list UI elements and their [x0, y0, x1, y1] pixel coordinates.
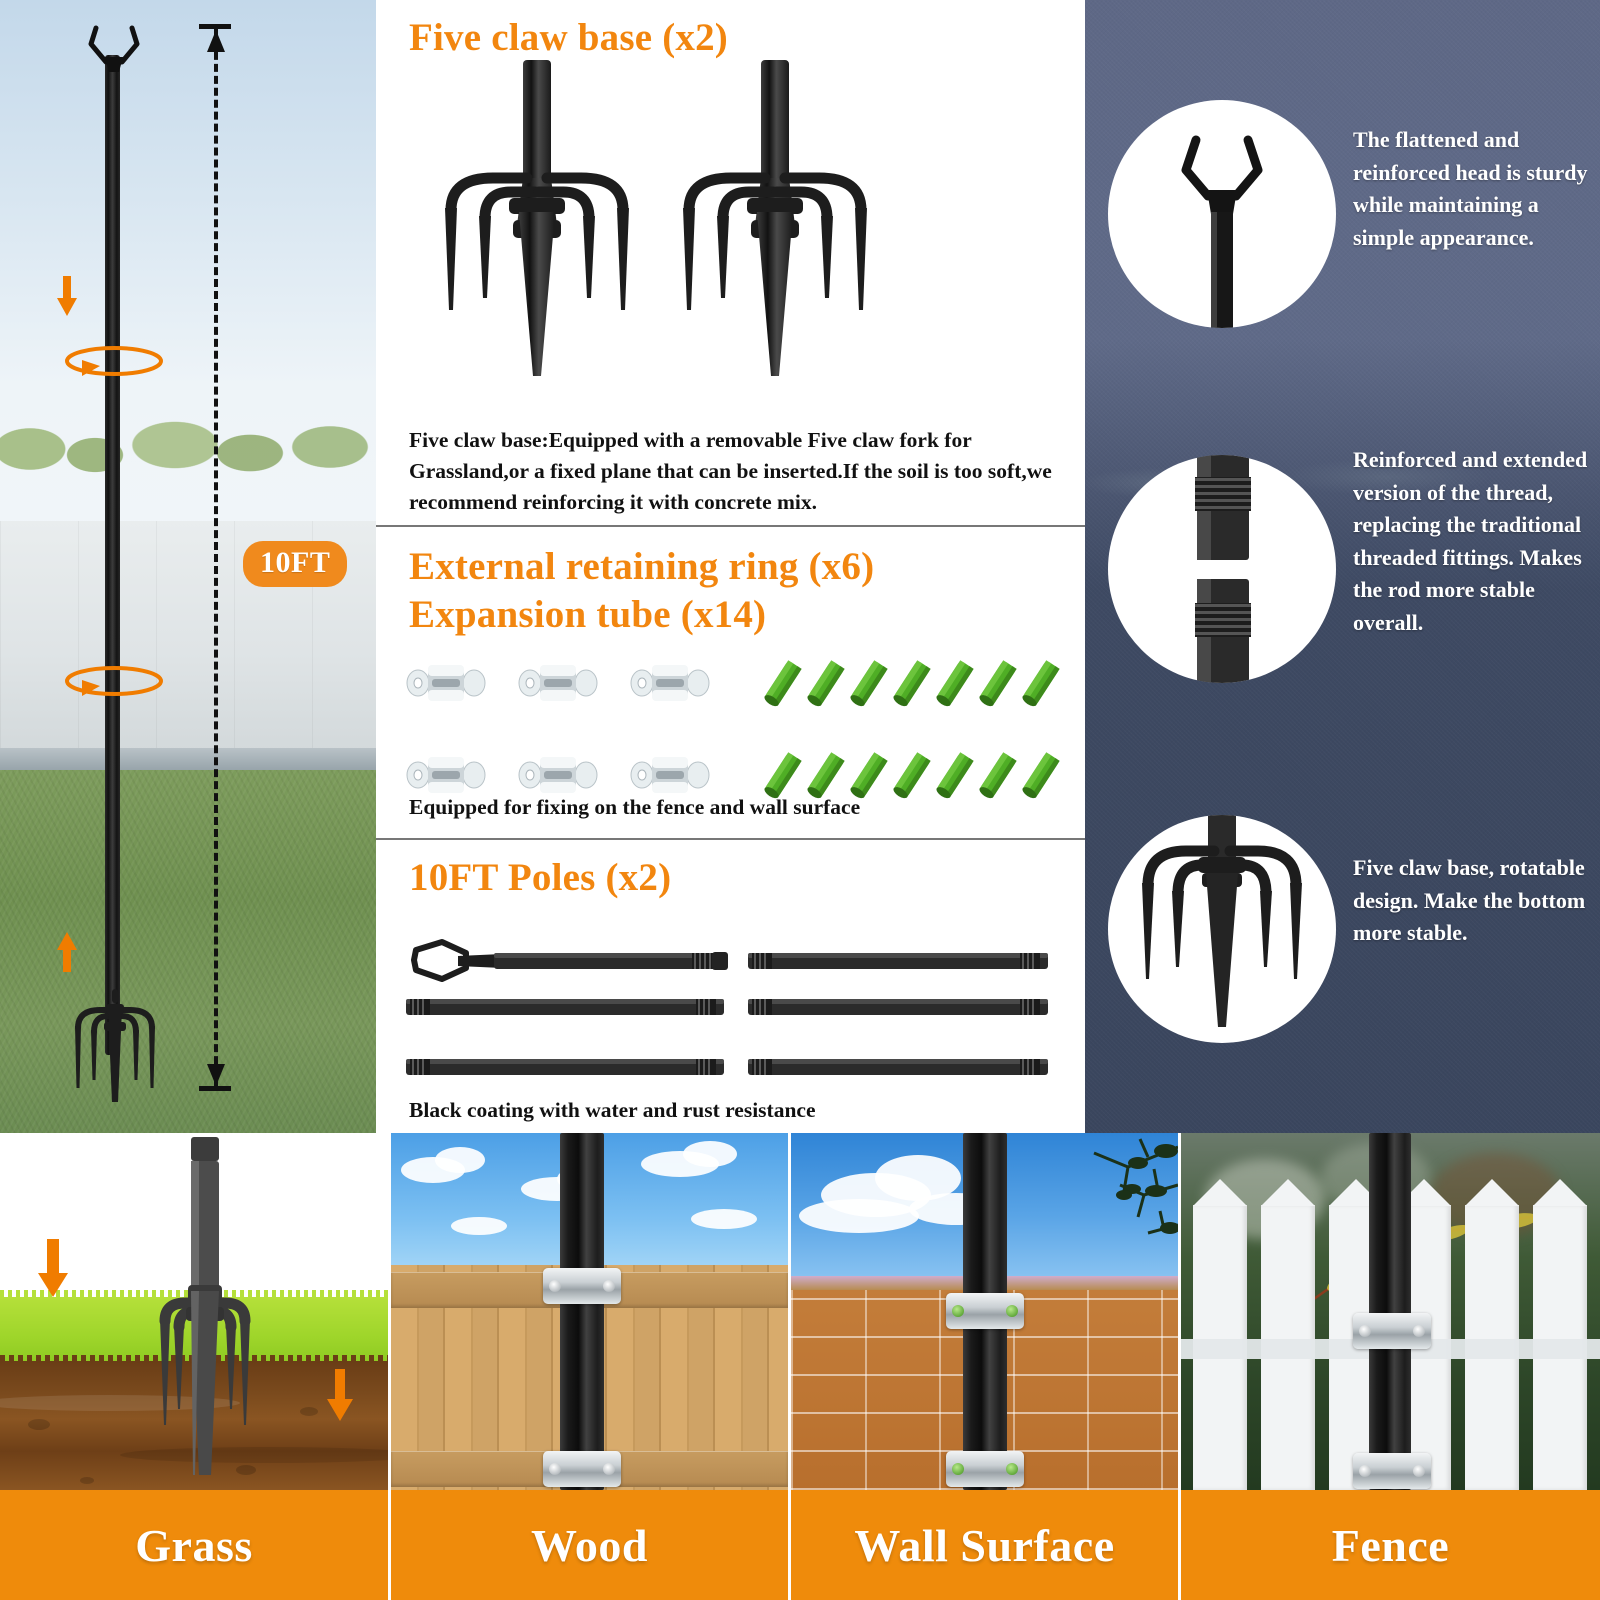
section-caption: Black coating with water and rust resist…: [409, 1098, 816, 1122]
expansion-tube-icon: [764, 747, 802, 803]
rotation-arrow-icon: [65, 346, 163, 376]
dimension-arrow-down-icon: [207, 1064, 225, 1086]
expansion-tube-icon: [1022, 747, 1060, 803]
feature-text-flattened-head: The flattened and reinforced head is stu…: [1353, 127, 1588, 250]
surface-card-fence: Fence: [1181, 1133, 1600, 1600]
five-claw-fork-icon: [683, 60, 867, 376]
feature-image-five-claw: [1108, 815, 1336, 1043]
section-title-line2: Expansion tube (x14): [409, 593, 767, 636]
tree-branch-icon: [1093, 1138, 1178, 1235]
retaining-ring: [1353, 1453, 1431, 1489]
expansion-tube-icon: [850, 655, 888, 711]
expansion-tube-icon: [1022, 655, 1060, 711]
retaining-ring: [1353, 1313, 1431, 1349]
feature-text-five-claw: Five claw base, rotatable design. Make t…: [1353, 855, 1586, 945]
wood-scene: [391, 1133, 788, 1490]
mounted-pole: [1369, 1133, 1411, 1490]
pole-segment-icon: [748, 1059, 1048, 1075]
five-claw-base-icon: [75, 989, 155, 1102]
down-arrow-icon: [57, 276, 77, 316]
retaining-ring-icon: [406, 655, 486, 711]
section-title: Five claw base (x2): [409, 16, 728, 59]
surface-card-grass: Grass: [0, 1133, 388, 1600]
hero-lifestyle-panel: 10FT: [0, 0, 376, 1133]
application-surfaces-strip: Grass: [0, 1133, 1600, 1600]
surface-label-fence: Fence: [1181, 1490, 1600, 1600]
fork-illustration-row: [376, 60, 1085, 400]
expansion-tube-icon: [893, 655, 931, 711]
grass-scene: [0, 1133, 388, 1490]
feature-image-thread: [1108, 455, 1336, 683]
expansion-tube-group: [764, 655, 1065, 711]
surface-card-wood: Wood: [391, 1133, 788, 1600]
pole-with-head-icon: [411, 939, 728, 982]
center-spec-column: Five claw base (x2): [376, 0, 1085, 1133]
parts-row: [406, 647, 1066, 719]
pole-segment-icon: [748, 953, 1048, 969]
retaining-ring-icon: [406, 747, 486, 803]
section-title: External retaining ring (x6) Expansion t…: [376, 527, 1085, 639]
grass-pole-claw-icon: [159, 1137, 251, 1475]
retaining-ring: [543, 1451, 621, 1487]
section-poles: 10FT Poles (x2): [376, 838, 1085, 1133]
retaining-ring-icon: [518, 655, 598, 711]
section-title: 10FT Poles (x2): [409, 856, 672, 899]
length-badge: 10FT: [243, 541, 348, 587]
pole-segment-icon: [406, 999, 724, 1015]
fence-scene: [1181, 1133, 1600, 1490]
wall-scene: [791, 1133, 1178, 1490]
expansion-tube-group: [764, 747, 1065, 803]
up-arrow-icon: [57, 932, 77, 972]
expansion-tube-icon: [936, 655, 974, 711]
surface-label-grass: Grass: [0, 1490, 388, 1600]
feature-image-flattened-head: [1108, 100, 1336, 328]
feature-text-thread: Reinforced and extended version of the t…: [1353, 447, 1588, 635]
pole-segment-icon: [406, 1059, 724, 1075]
retaining-ring: [946, 1293, 1024, 1329]
section-five-claw-base: Five claw base (x2): [376, 0, 1085, 525]
retaining-ring: [946, 1451, 1024, 1487]
parts-grid: [406, 647, 1066, 811]
expansion-tube-icon: [979, 655, 1017, 711]
expansion-tube-icon: [979, 747, 1017, 803]
curb: [0, 747, 376, 773]
expansion-tube-icon: [936, 747, 974, 803]
down-arrow-icon: [38, 1239, 68, 1297]
retaining-ring-icon: [630, 747, 710, 803]
mounted-pole: [560, 1133, 604, 1490]
surface-card-wall: Wall Surface: [791, 1133, 1178, 1600]
five-claw-fork-icon: [445, 60, 629, 376]
section-retaining-ring: External retaining ring (x6) Expansion t…: [376, 525, 1085, 838]
dimension-arrow-up-icon: [207, 30, 225, 52]
expansion-tube-icon: [807, 747, 845, 803]
section-title-line1: External retaining ring (x6): [409, 545, 875, 588]
pole-head-icon: [88, 25, 140, 72]
lawn: [0, 770, 376, 1133]
section-caption: Equipped for fixing on the fence and wal…: [409, 795, 861, 819]
down-arrow-icon: [327, 1369, 353, 1421]
surface-label-wood: Wood: [391, 1490, 788, 1600]
pole-segment-icon: [748, 999, 1048, 1015]
retaining-ring: [543, 1268, 621, 1304]
section-caption: Five claw base:Equipped with a removable…: [409, 428, 1052, 514]
retaining-ring-icon: [630, 655, 710, 711]
expansion-tube-icon: [807, 655, 845, 711]
feature-highlight-panel: The flattened and reinforced head is stu…: [1085, 0, 1600, 1133]
dimension-cap-top: [199, 24, 231, 29]
expansion-tube-icon: [893, 747, 931, 803]
surface-label-wall: Wall Surface: [791, 1490, 1178, 1600]
parts-row: [406, 739, 1066, 811]
rotation-arrow-icon: [65, 666, 163, 696]
poles-grid: [406, 936, 1066, 1086]
dimension-line-icon: [214, 28, 218, 1088]
expansion-tube-icon: [850, 747, 888, 803]
expansion-tube-icon: [764, 655, 802, 711]
hero-pole: [105, 55, 120, 1055]
retaining-ring-icon: [518, 747, 598, 803]
dimension-cap-bottom: [199, 1086, 231, 1091]
